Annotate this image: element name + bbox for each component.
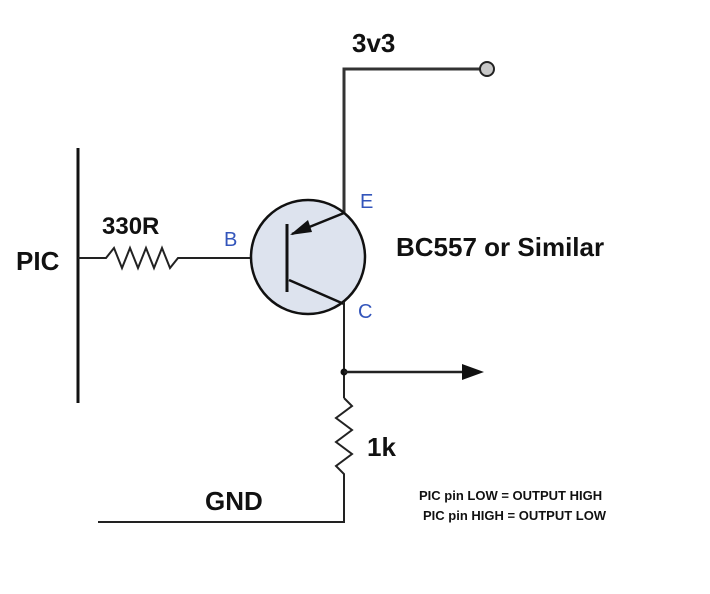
base-resistor-label: 330R (102, 213, 159, 240)
supply-label: 3v3 (352, 28, 395, 58)
output-arrow-icon (462, 364, 484, 380)
emitter-pin-label: E (360, 191, 373, 213)
collector-pin-label: C (358, 301, 372, 323)
note-line-1: PIC pin LOW = OUTPUT HIGH (419, 488, 602, 503)
pulldown-resistor-label: 1k (367, 432, 396, 462)
transistor-body (249, 198, 367, 316)
supply-terminal (479, 61, 495, 77)
transistor-label: BC557 or Similar (396, 232, 604, 262)
base-resistor-wire (78, 245, 252, 271)
pic-label: PIC (16, 246, 60, 276)
transistor-collector-line (288, 278, 345, 306)
ground-label: GND (205, 486, 263, 516)
emitter-arrow (290, 220, 312, 235)
pulldown-resistor (98, 397, 354, 523)
note-line-2: PIC pin HIGH = OUTPUT LOW (423, 508, 607, 523)
base-pin-label: B (224, 229, 237, 251)
supply-wire (342, 67, 486, 215)
